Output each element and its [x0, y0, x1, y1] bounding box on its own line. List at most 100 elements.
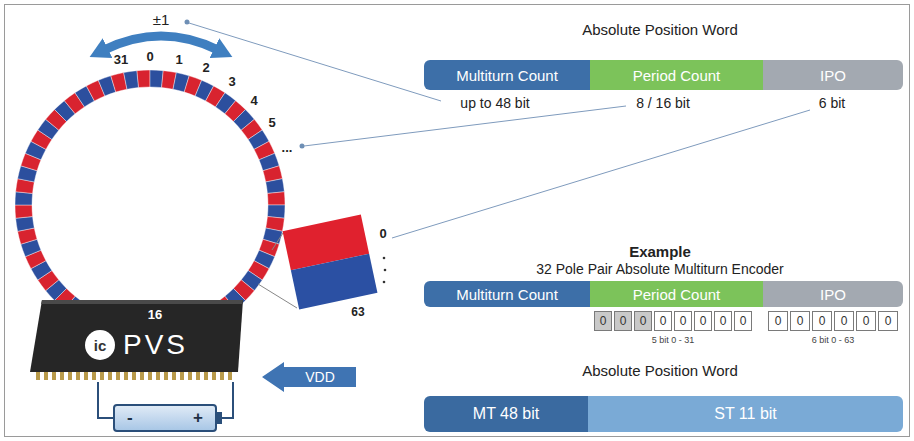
chip-pin	[84, 372, 88, 380]
pole-segment	[137, 70, 150, 88]
pole-segment	[15, 205, 33, 218]
leader-dot	[300, 144, 305, 149]
dot	[383, 281, 386, 284]
rotation-label: ±1	[153, 12, 170, 29]
chip-pin	[116, 372, 120, 380]
battery: -+	[113, 404, 217, 432]
bit-cell: 0	[654, 311, 672, 331]
chip-pin	[140, 372, 144, 380]
arrow-body	[262, 362, 356, 392]
chip-pin	[60, 372, 64, 380]
chip-pin	[68, 372, 72, 380]
chip-pin	[188, 372, 192, 380]
bit-range: 6 bit 0 - 63	[812, 336, 855, 346]
magnified-pole	[283, 215, 378, 310]
period-band: Period Count	[590, 60, 763, 90]
chip-pin	[212, 372, 216, 380]
dot	[383, 257, 386, 260]
example-subtitle: 32 Pole Pair Absolute Multiturn Encoder	[536, 262, 783, 277]
polarity-sign: -	[127, 408, 133, 428]
chip-pin	[44, 372, 48, 380]
supply-label: VDD	[305, 369, 335, 385]
chip-pin	[92, 372, 96, 380]
bit-width: 6 bit	[819, 96, 845, 111]
pole-segment	[150, 70, 163, 88]
bit-cell: 0	[834, 311, 854, 331]
bit-cell: 0	[634, 311, 652, 331]
chip-pin	[172, 372, 176, 380]
st-band: ST 11 bit	[588, 396, 903, 432]
pole-number: 5	[268, 116, 275, 130]
chip-pin	[76, 372, 80, 380]
period-band: Period Count	[590, 281, 763, 307]
chip-pin	[52, 372, 56, 380]
chip-pin	[164, 372, 168, 380]
multiturn-band: Multiturn Count	[424, 60, 590, 90]
chip-edge	[41, 300, 243, 304]
pole-segment	[124, 71, 139, 90]
leader-line	[304, 106, 626, 146]
pole-number: 3	[228, 75, 235, 89]
field-label: IPO	[820, 67, 846, 84]
chip-pin	[228, 372, 232, 380]
subdivision-number: 63	[351, 306, 364, 319]
pole-number: 2	[202, 61, 209, 75]
south-pole	[291, 254, 378, 310]
chip-package	[30, 300, 243, 372]
bit-range: 5 bit 0 - 31	[652, 336, 695, 346]
sensor-chip: icPVS	[28, 298, 245, 382]
pole-number: ...	[282, 141, 293, 155]
chip-pin	[100, 372, 104, 380]
bit-cell: 0	[856, 311, 876, 331]
heading: Absolute Position Word	[582, 22, 738, 39]
chip-pin	[148, 372, 152, 380]
bit-cell: 0	[768, 311, 788, 331]
supply-wire	[222, 382, 233, 418]
example-heading: Example	[629, 244, 691, 261]
zoom-line	[272, 233, 283, 250]
mt-band: MT 48 bit	[424, 396, 588, 432]
bit-cell: 0	[878, 311, 898, 331]
chip-pin	[132, 372, 136, 380]
leader-line	[189, 23, 441, 101]
supply-wire	[98, 382, 113, 418]
bit-cell: 0	[790, 311, 810, 331]
field-label: IPO	[820, 286, 846, 303]
bit-cell: 0	[614, 311, 632, 331]
field-label: Period Count	[633, 286, 721, 303]
leader-dot	[185, 20, 190, 25]
pole-segment	[266, 179, 285, 194]
pole-number: 0	[146, 50, 153, 64]
chip-pin	[36, 372, 40, 380]
pole-segment	[16, 217, 35, 232]
bit-cell: 0	[594, 311, 612, 331]
pole-segment	[15, 192, 33, 205]
subdivision-number: 0	[379, 227, 386, 241]
bit-width: up to 48 bit	[460, 96, 529, 111]
pole-segment	[267, 192, 285, 205]
chip-pin	[220, 372, 224, 380]
pole-segment	[267, 205, 285, 218]
heading: Absolute Position Word	[582, 363, 738, 380]
polarity-sign: +	[193, 408, 203, 428]
frame	[5, 5, 910, 437]
bit-width: 8 / 16 bit	[636, 96, 690, 111]
leader-line	[392, 110, 810, 238]
bit-cell: 0	[714, 311, 732, 331]
chip-pin	[204, 372, 208, 380]
dot	[384, 269, 387, 272]
bit-cell: 0	[734, 311, 752, 331]
field-label: MT 48 bit	[473, 405, 539, 423]
chip-pin	[124, 372, 128, 380]
chip-pin	[180, 372, 184, 380]
multiturn-band: Multiturn Count	[424, 281, 590, 307]
vdd-arrow: VDD	[262, 362, 356, 392]
pole-number: 31	[114, 53, 128, 67]
field-label: Multiturn Count	[456, 286, 558, 303]
pole-number: 16	[148, 308, 162, 322]
chip-label: PVS	[123, 329, 188, 361]
pole-number: 1	[175, 53, 182, 67]
zoom-line	[258, 284, 297, 308]
bit-cell: 0	[812, 311, 832, 331]
